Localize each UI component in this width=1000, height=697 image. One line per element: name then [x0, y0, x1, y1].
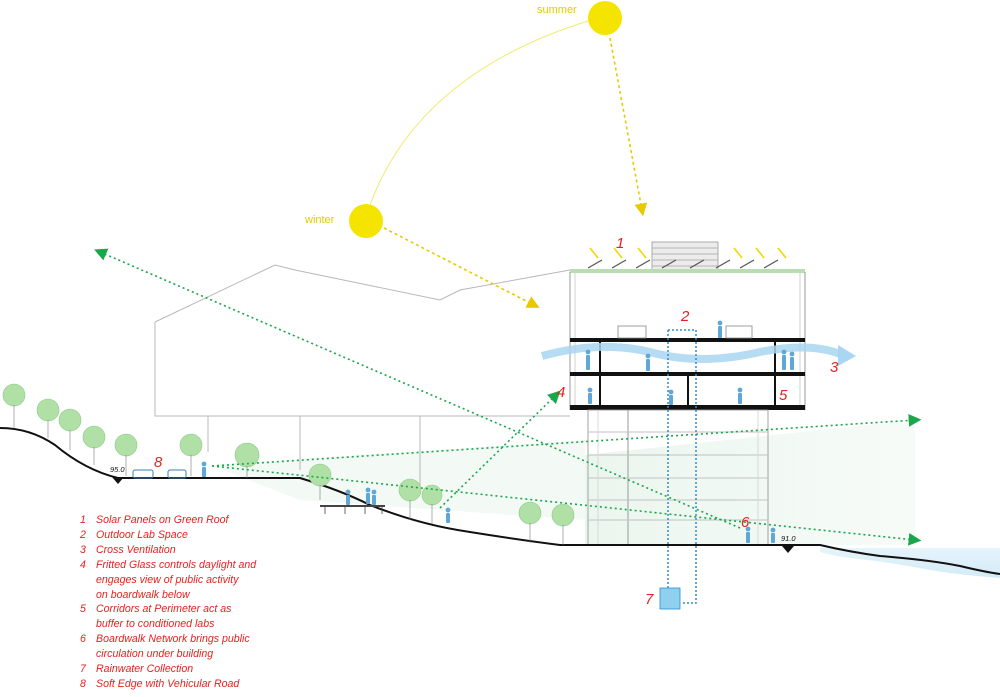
legend-item-text: Soft Edge with Vehicular Road: [96, 677, 240, 690]
legend-item-number: 4: [80, 558, 86, 571]
airflow-arrow: [540, 342, 842, 363]
rainwater-collection: [659, 329, 697, 610]
legend-item-text: Cross Ventilation: [96, 543, 176, 556]
sightlines: [94, 248, 922, 546]
legend-item-number: 2: [80, 528, 86, 541]
legend-item: 7 Rainwater Collection: [80, 662, 256, 677]
legend-item-text: Outdoor Lab Space: [96, 528, 188, 541]
airflow-arrowhead: [838, 345, 856, 366]
callout-1: 1: [616, 235, 624, 252]
winter-sun-icon: [349, 204, 383, 238]
winter-label: winter: [304, 214, 335, 226]
legend-item-text: circulation under building: [96, 648, 214, 661]
car-icons: [132, 469, 187, 479]
legend-item: 1 Solar Panels on Green Roof: [80, 513, 256, 528]
legend-item-number: 3: [80, 543, 86, 556]
legend-item-number: 5: [80, 603, 86, 616]
summer-sun-icon: [588, 1, 622, 35]
legend-item-text: Rainwater Collection: [96, 663, 194, 676]
elevation-markers: 95.0 91.0: [110, 465, 796, 553]
boardwalk: [320, 505, 385, 514]
solar-panels: [587, 241, 787, 273]
legend-list: 1 Solar Panels on Green Roof 2 Outdoor Lab …: [80, 513, 256, 692]
callout-4: 4: [557, 384, 565, 401]
legend-item-text: engages view of public activity: [96, 573, 239, 586]
elevation-right-label: 91.0: [781, 534, 796, 543]
winter-sun-ray: [383, 227, 540, 308]
legend-item-text: Boardwalk Network brings public: [96, 633, 250, 646]
callout-8: 8: [154, 454, 163, 471]
people-figures: [201, 320, 795, 543]
legend-item: 8 Soft Edge with Vehicular Road: [80, 677, 256, 692]
legend-item-text: buffer to conditioned labs: [96, 618, 215, 631]
summer-sun-ray: [609, 37, 648, 217]
callout-3: 3: [830, 359, 839, 376]
ground-line: [0, 427, 1000, 575]
legend-item: 4 Fritted Glass controls daylight and enga…: [80, 558, 256, 603]
water-body: [820, 548, 1000, 578]
legend-item-number: 7: [80, 663, 86, 676]
legend-item: 2 Outdoor Lab Space: [80, 528, 256, 543]
callout-2: 2: [680, 308, 690, 325]
legend-item-text: on boardwalk below: [96, 588, 190, 601]
sun-arc: [369, 17, 599, 206]
summer-label: summer: [537, 4, 577, 16]
legend-item: 3 Cross Ventilation: [80, 543, 256, 558]
callout-6: 6: [741, 514, 750, 531]
legend-item-text: Fritted Glass controls daylight and: [96, 558, 257, 571]
legend-item: 5 Corridors at Perimeter act as buffer to …: [80, 602, 256, 632]
callout-7: 7: [645, 591, 654, 608]
daylight-glow: [585, 420, 915, 545]
callouts: 1 2 3 4 5 6 7 8: [154, 235, 839, 608]
existing-building-outline: [154, 264, 571, 490]
trees: [2, 383, 575, 545]
legend-item-text: Corridors at Perimeter act as: [96, 603, 232, 616]
legend-item: 6 Boardwalk Network brings public circulat…: [80, 632, 256, 662]
callout-5: 5: [779, 387, 788, 404]
legend-item-number: 1: [80, 514, 86, 526]
legend-item-number: 6: [80, 633, 86, 646]
elevation-left-label: 95.0: [110, 465, 125, 474]
legend-item-text: Solar Panels on Green Roof: [96, 514, 229, 526]
legend-item-number: 8: [80, 677, 86, 690]
